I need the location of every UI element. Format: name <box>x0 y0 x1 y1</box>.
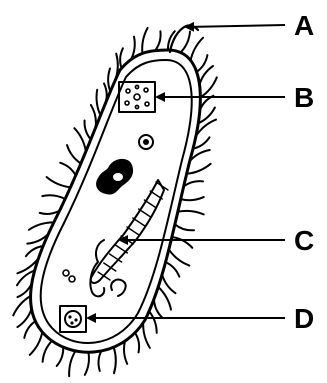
cilium <box>97 90 101 116</box>
cilium <box>166 262 180 277</box>
cilium <box>13 296 30 315</box>
arrow-a <box>186 25 285 27</box>
cilium <box>142 28 147 54</box>
food-particle <box>74 318 77 321</box>
cilium <box>158 287 171 310</box>
micronucleus-core <box>143 139 149 145</box>
cilium <box>99 351 102 371</box>
cilium <box>40 211 60 214</box>
cilium <box>197 55 208 72</box>
cilium <box>155 31 160 50</box>
food-particle <box>68 315 71 318</box>
cilium <box>175 224 194 230</box>
oral-groove-cilium <box>144 200 156 208</box>
oral-groove-cilium <box>139 209 151 217</box>
cilium <box>42 195 65 199</box>
oral-groove-cilium <box>150 191 162 199</box>
contractile-vacuole <box>125 85 149 108</box>
oral-groove-cilium <box>127 227 139 235</box>
food-vacuole-small <box>69 276 75 282</box>
cilium <box>172 237 192 248</box>
cilium <box>154 299 162 317</box>
oral-groove-cilium <box>115 245 127 253</box>
cilium <box>191 38 204 61</box>
food-particle <box>70 321 73 324</box>
label-a: A <box>294 10 314 41</box>
cilium <box>124 341 127 364</box>
cilium <box>200 77 217 97</box>
label-c: C <box>294 225 314 256</box>
cilium <box>60 163 75 176</box>
cilium <box>108 69 110 92</box>
oral-groove <box>91 180 164 283</box>
oral-groove-cilium <box>133 218 145 226</box>
oral-groove-cilia <box>98 182 168 280</box>
anal-pore <box>111 280 126 296</box>
cilium <box>85 121 91 140</box>
label-b: B <box>294 82 314 113</box>
cilium <box>143 323 150 348</box>
cilium <box>149 311 157 333</box>
cilium <box>200 96 214 111</box>
cilium <box>69 351 75 376</box>
cilium <box>74 128 86 151</box>
macronucleus-highlight <box>113 173 123 181</box>
cilium <box>181 197 204 200</box>
cilium <box>85 352 89 375</box>
cilium <box>184 181 203 186</box>
cilium <box>57 347 64 366</box>
cilium <box>181 32 190 53</box>
cilium <box>135 333 139 353</box>
oral-groove-cilium <box>156 182 168 190</box>
cilium <box>17 309 31 327</box>
cilium <box>67 145 81 163</box>
vacuole-box-d <box>60 306 86 332</box>
cilium <box>178 211 204 215</box>
cilium <box>114 347 116 373</box>
vacuole-box-b <box>119 82 155 112</box>
cilium <box>30 332 43 355</box>
food-vacuole-small <box>63 270 69 276</box>
cilium <box>162 275 175 294</box>
label-d: D <box>294 303 314 334</box>
cilium <box>43 341 52 362</box>
cilium <box>24 321 35 338</box>
cilium <box>169 250 189 266</box>
cell-membrane <box>31 50 201 352</box>
food-vacuole <box>65 311 81 327</box>
cilium <box>47 177 71 187</box>
cilium <box>91 105 96 128</box>
